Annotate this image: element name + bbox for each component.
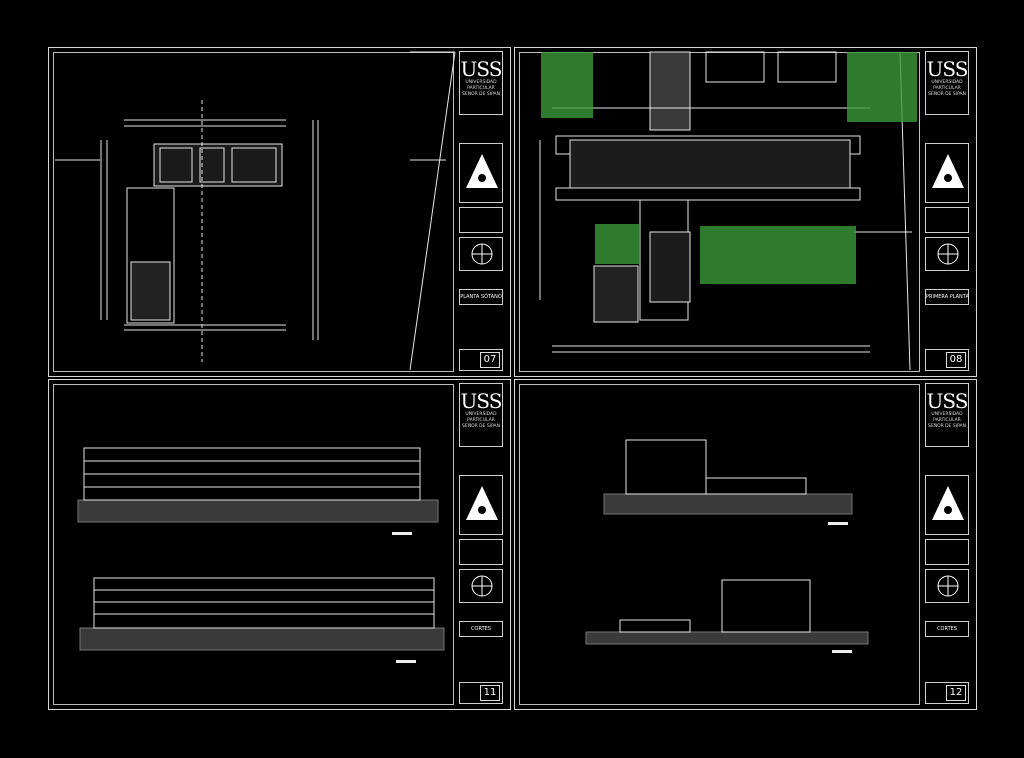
triangle-emblem [459, 475, 503, 535]
sheet-number: 11 [480, 685, 500, 701]
sheet-07 [48, 47, 511, 377]
title-block-07: USS UNIVERSIDAD PARTICULAR SEÑOR DE SIPA… [455, 47, 507, 377]
title-block-11: USS UNIVERSIDAD PARTICULAR SEÑOR DE SIPA… [455, 379, 507, 710]
plan-label: CORTES [471, 626, 491, 632]
sheet-number-cell: 12 [925, 682, 969, 704]
north-arrow-icon [471, 575, 493, 597]
sheet-number-cell: 08 [925, 349, 969, 371]
university-name-2: PARTICULAR [933, 418, 961, 423]
sheet-number: 08 [946, 352, 966, 368]
plan-label: PRIMERA PLANTA [926, 294, 969, 300]
uss-logo: USS [460, 57, 503, 81]
university-name-1: UNIVERSIDAD [465, 80, 497, 85]
uss-logo: USS [926, 57, 969, 81]
plan-label: CORTES [937, 626, 957, 632]
emblem-icon [932, 486, 964, 520]
logo-cell: USS UNIVERSIDAD PARTICULAR SEÑOR DE SIPA… [925, 51, 969, 115]
university-name-1: UNIVERSIDAD [465, 412, 497, 417]
north-arrow-icon [471, 243, 493, 265]
elevations-sheet-11 [77, 447, 445, 651]
university-name-1: UNIVERSIDAD [931, 412, 963, 417]
university-name-3: SEÑOR DE SIPAN [928, 92, 966, 97]
uss-logo: USS [460, 389, 503, 413]
triangle-emblem [459, 143, 503, 203]
university-name-2: PARTICULAR [467, 86, 495, 91]
emblem-icon [932, 154, 964, 188]
university-name-1: UNIVERSIDAD [931, 80, 963, 85]
plan-label-cell: CORTES [459, 621, 503, 637]
sheet-11 [48, 379, 511, 710]
north-arrow-cell [925, 569, 969, 603]
logo-cell: USS UNIVERSIDAD PARTICULAR SEÑOR DE SIPA… [459, 383, 503, 447]
info-cell [459, 207, 503, 233]
university-name-3: SEÑOR DE SIPAN [462, 424, 500, 429]
north-arrow-cell [459, 569, 503, 603]
sheet-number: 12 [946, 685, 966, 701]
sheet-07-drawing-frame [53, 52, 454, 372]
university-name-2: PARTICULAR [467, 418, 495, 423]
plan-label-cell: PRIMERA PLANTA [925, 289, 969, 305]
first-floor-plan [539, 51, 912, 371]
sections-sheet-12 [585, 439, 869, 645]
basement-plan [55, 51, 456, 371]
triangle-emblem [925, 143, 969, 203]
vegetation [541, 52, 917, 284]
sheet-number: 07 [480, 352, 500, 368]
sheet-number-cell: 07 [459, 349, 503, 371]
sheet-12-drawing-frame [519, 384, 920, 705]
sheet-number-cell: 11 [459, 682, 503, 704]
title-block-08: USS UNIVERSIDAD PARTICULAR SEÑOR DE SIPA… [921, 47, 973, 377]
logo-cell: USS UNIVERSIDAD PARTICULAR SEÑOR DE SIPA… [459, 51, 503, 115]
plan-label: PLANTA SÓTANO [460, 294, 502, 300]
info-cell [459, 539, 503, 565]
title-block-12: USS UNIVERSIDAD PARTICULAR SEÑOR DE SIPA… [921, 379, 973, 710]
sheet-12 [514, 379, 977, 710]
info-cell [925, 539, 969, 565]
emblem-icon [466, 486, 498, 520]
plan-label-cell: CORTES [925, 621, 969, 637]
university-name-3: SEÑOR DE SIPAN [928, 424, 966, 429]
plan-label-cell: PLANTA SÓTANO [459, 289, 503, 305]
north-arrow-icon [937, 575, 959, 597]
university-name-3: SEÑOR DE SIPAN [462, 92, 500, 97]
north-arrow-cell [925, 237, 969, 271]
uss-logo: USS [926, 389, 969, 413]
north-arrow-icon [937, 243, 959, 265]
sheet-11-drawing-frame [53, 384, 454, 705]
emblem-icon [466, 154, 498, 188]
logo-cell: USS UNIVERSIDAD PARTICULAR SEÑOR DE SIPA… [925, 383, 969, 447]
university-name-2: PARTICULAR [933, 86, 961, 91]
triangle-emblem [925, 475, 969, 535]
info-cell [925, 207, 969, 233]
north-arrow-cell [459, 237, 503, 271]
